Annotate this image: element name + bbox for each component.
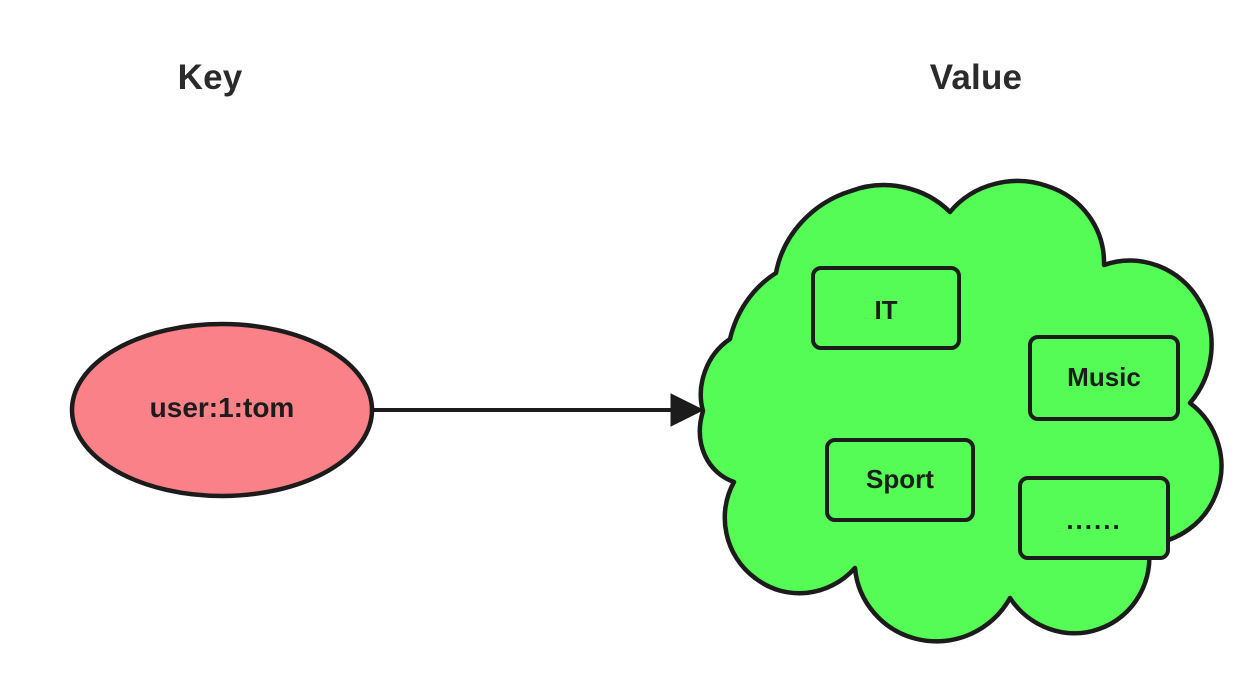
key-column-heading: Key [177, 58, 243, 97]
value-item-label-ellipsis: ...... [1066, 505, 1122, 535]
value-item-label-sport: Sport [866, 464, 934, 494]
value-item-box-sport[interactable] [825, 438, 975, 522]
value-item-box-it[interactable] [811, 266, 961, 350]
connector-arrowhead-icon [670, 393, 705, 427]
value-item-label-it: IT [874, 295, 898, 325]
value-column-heading: Value [929, 58, 1023, 97]
value-item-label-music: Music [1067, 362, 1141, 392]
value-item-box-music[interactable] [1028, 335, 1180, 421]
value-item-box-ellipsis[interactable] [1018, 476, 1170, 560]
key-node-label: user:1:tom [149, 392, 295, 423]
